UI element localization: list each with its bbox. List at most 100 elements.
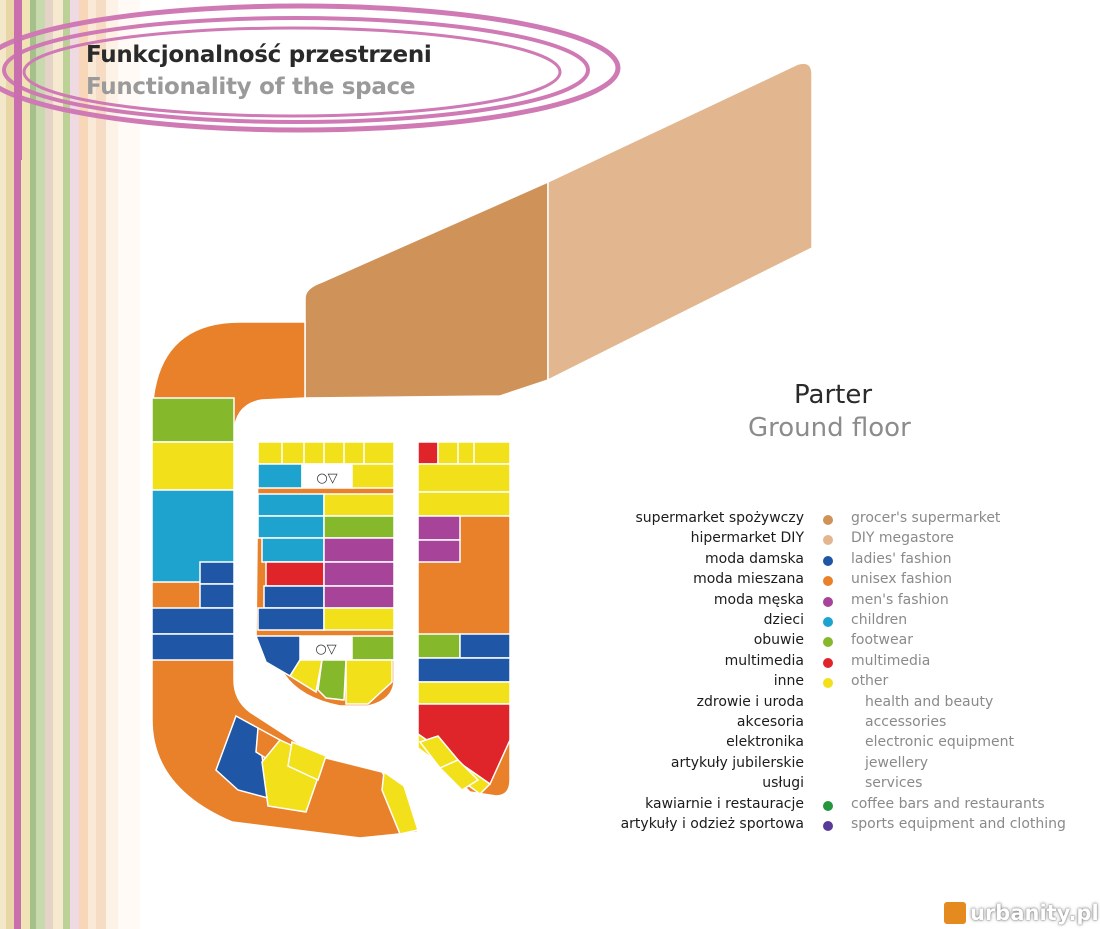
legend-swatch [823, 617, 833, 627]
floor-label: Parter [794, 380, 873, 410]
legend-label-pl: multimedia [724, 652, 804, 669]
legend-row: moda mieszana unisex fashion [560, 571, 1100, 591]
zone-diy-megastore [547, 62, 813, 382]
shop-other [323, 607, 395, 631]
legend-row: obuwie footwear [560, 632, 1100, 652]
legend-label-en: services [865, 775, 923, 792]
shop-mens-fashion [323, 537, 395, 563]
shop-other [323, 493, 395, 517]
shop-ladies-fashion [257, 607, 325, 631]
legend-label-pl: artykuły jubilerskie [670, 754, 804, 771]
legend-label-en: unisex fashion [851, 571, 953, 588]
shop-other [345, 659, 393, 705]
shop-footwear [417, 633, 461, 659]
legend-label-pl: usługi [762, 775, 804, 792]
legend-row: artykuły jubilerskie jewellery [560, 755, 1100, 775]
legend-label-en: health and beauty [865, 693, 994, 710]
brand-logo-icon [944, 902, 966, 924]
legend-label-pl: dzieci [763, 612, 804, 628]
legend-label-en: multimedia [851, 652, 931, 669]
legend-label-en: DIY megastore [851, 530, 955, 547]
shop-ladies-fashion [263, 585, 325, 609]
legend-swatch [823, 555, 833, 566]
legend-label-en: electronic equipment [865, 734, 1014, 751]
zone-grocer-supermarket [304, 180, 549, 399]
legend-swatch [823, 535, 833, 546]
shop-ladies-fashion [151, 633, 235, 661]
escalator-marker: ○▽ [315, 642, 336, 657]
legend-row: hipermarket DIY DIY megastore [560, 530, 1100, 550]
decorative-stripes [0, 0, 140, 929]
legend-label-pl: moda mieszana [693, 571, 804, 588]
shop-footwear [323, 515, 395, 539]
legend-row: artykuły i odzież sportowa sports equipme… [560, 816, 1100, 836]
legend-swatch [823, 576, 833, 587]
legend-swatch [823, 515, 833, 525]
legend-label-en: ladies' fashion [851, 550, 952, 567]
shop-children [257, 493, 325, 517]
shop-other [438, 759, 480, 791]
legend-swatch [823, 821, 833, 831]
shop-mens-fashion [323, 561, 395, 587]
legend-label-en: sports equipment and clothing [851, 816, 1066, 832]
legend-label-en: footwear [851, 632, 913, 649]
legend-swatch [823, 637, 833, 648]
shop-multimedia [417, 703, 511, 786]
legend-label-pl: artykuły i odzież sportowa [620, 816, 804, 832]
legend-label-pl: kawiarnie i restauracje [645, 795, 804, 812]
shop-footwear [151, 397, 235, 443]
legend-label-pl: obuwie [753, 632, 804, 649]
legend-row: usługi services [560, 775, 1100, 795]
legend-label-en: accessories [865, 714, 947, 730]
legend-label-pl: supermarket spożywczy [635, 510, 804, 526]
legend-label-en: other [851, 673, 889, 690]
legend-row: multimedia multimedia [560, 653, 1100, 673]
floor-label-en: Ground floor [748, 413, 911, 443]
legend-swatch [823, 678, 833, 689]
shop-other [381, 770, 419, 835]
shop-footwear [351, 635, 395, 661]
shop-ladies-fashion [151, 607, 235, 635]
legend-row: supermarket spożywczy grocer's supermarke… [560, 510, 1100, 530]
legend-label-pl: moda damska [705, 550, 804, 567]
shop-other [257, 441, 395, 465]
legend-row: moda damska ladies' fashion [560, 551, 1100, 571]
legend-swatch [823, 657, 833, 668]
shop-mens-fashion [323, 585, 395, 609]
legend-swatch [823, 596, 833, 607]
shop-mens-fashion [417, 515, 461, 541]
legend-label-en: children [851, 612, 908, 628]
page-subtitle: Functionality of the space [86, 74, 416, 100]
shop-ladies-fashion [459, 633, 511, 659]
legend-row: akcesoria accessories [560, 714, 1100, 734]
legend-label-en: coffee bars and restaurants [851, 795, 1045, 812]
page-title: Funkcjonalność przestrzeni [86, 42, 432, 68]
legend-label-en: men's fashion [851, 591, 949, 608]
shop-ladies-fashion [199, 561, 235, 585]
shop-ladies-fashion [199, 583, 235, 609]
legend-label-pl: zdrowie i uroda [696, 693, 804, 710]
shop-mens-fashion [417, 539, 461, 563]
shop-children [261, 537, 325, 563]
legend-row: kawiarnie i restauracje coffee bars and r… [560, 796, 1100, 816]
shop-multimedia [265, 561, 325, 587]
legend-swatch [823, 800, 833, 811]
legend-row: zdrowie i uroda health and beauty [560, 694, 1100, 714]
shop-children [257, 515, 325, 539]
shop-other [287, 740, 327, 782]
shop-other [417, 491, 511, 517]
legend-label-pl: akcesoria [736, 714, 804, 730]
legend-label-en: jewellery [865, 754, 928, 771]
shop-other [417, 681, 511, 705]
legend-label-en: grocer's supermarket [851, 510, 1001, 526]
escalator-marker: ○▽ [316, 471, 337, 486]
decorative-rings [0, 0, 621, 160]
shop-footwear [317, 659, 347, 701]
legend-label-pl: hipermarket DIY [690, 530, 804, 547]
watermark-text: urbanity.pl [970, 901, 1099, 925]
shop-other [151, 441, 235, 491]
shop-multimedia [417, 441, 439, 465]
